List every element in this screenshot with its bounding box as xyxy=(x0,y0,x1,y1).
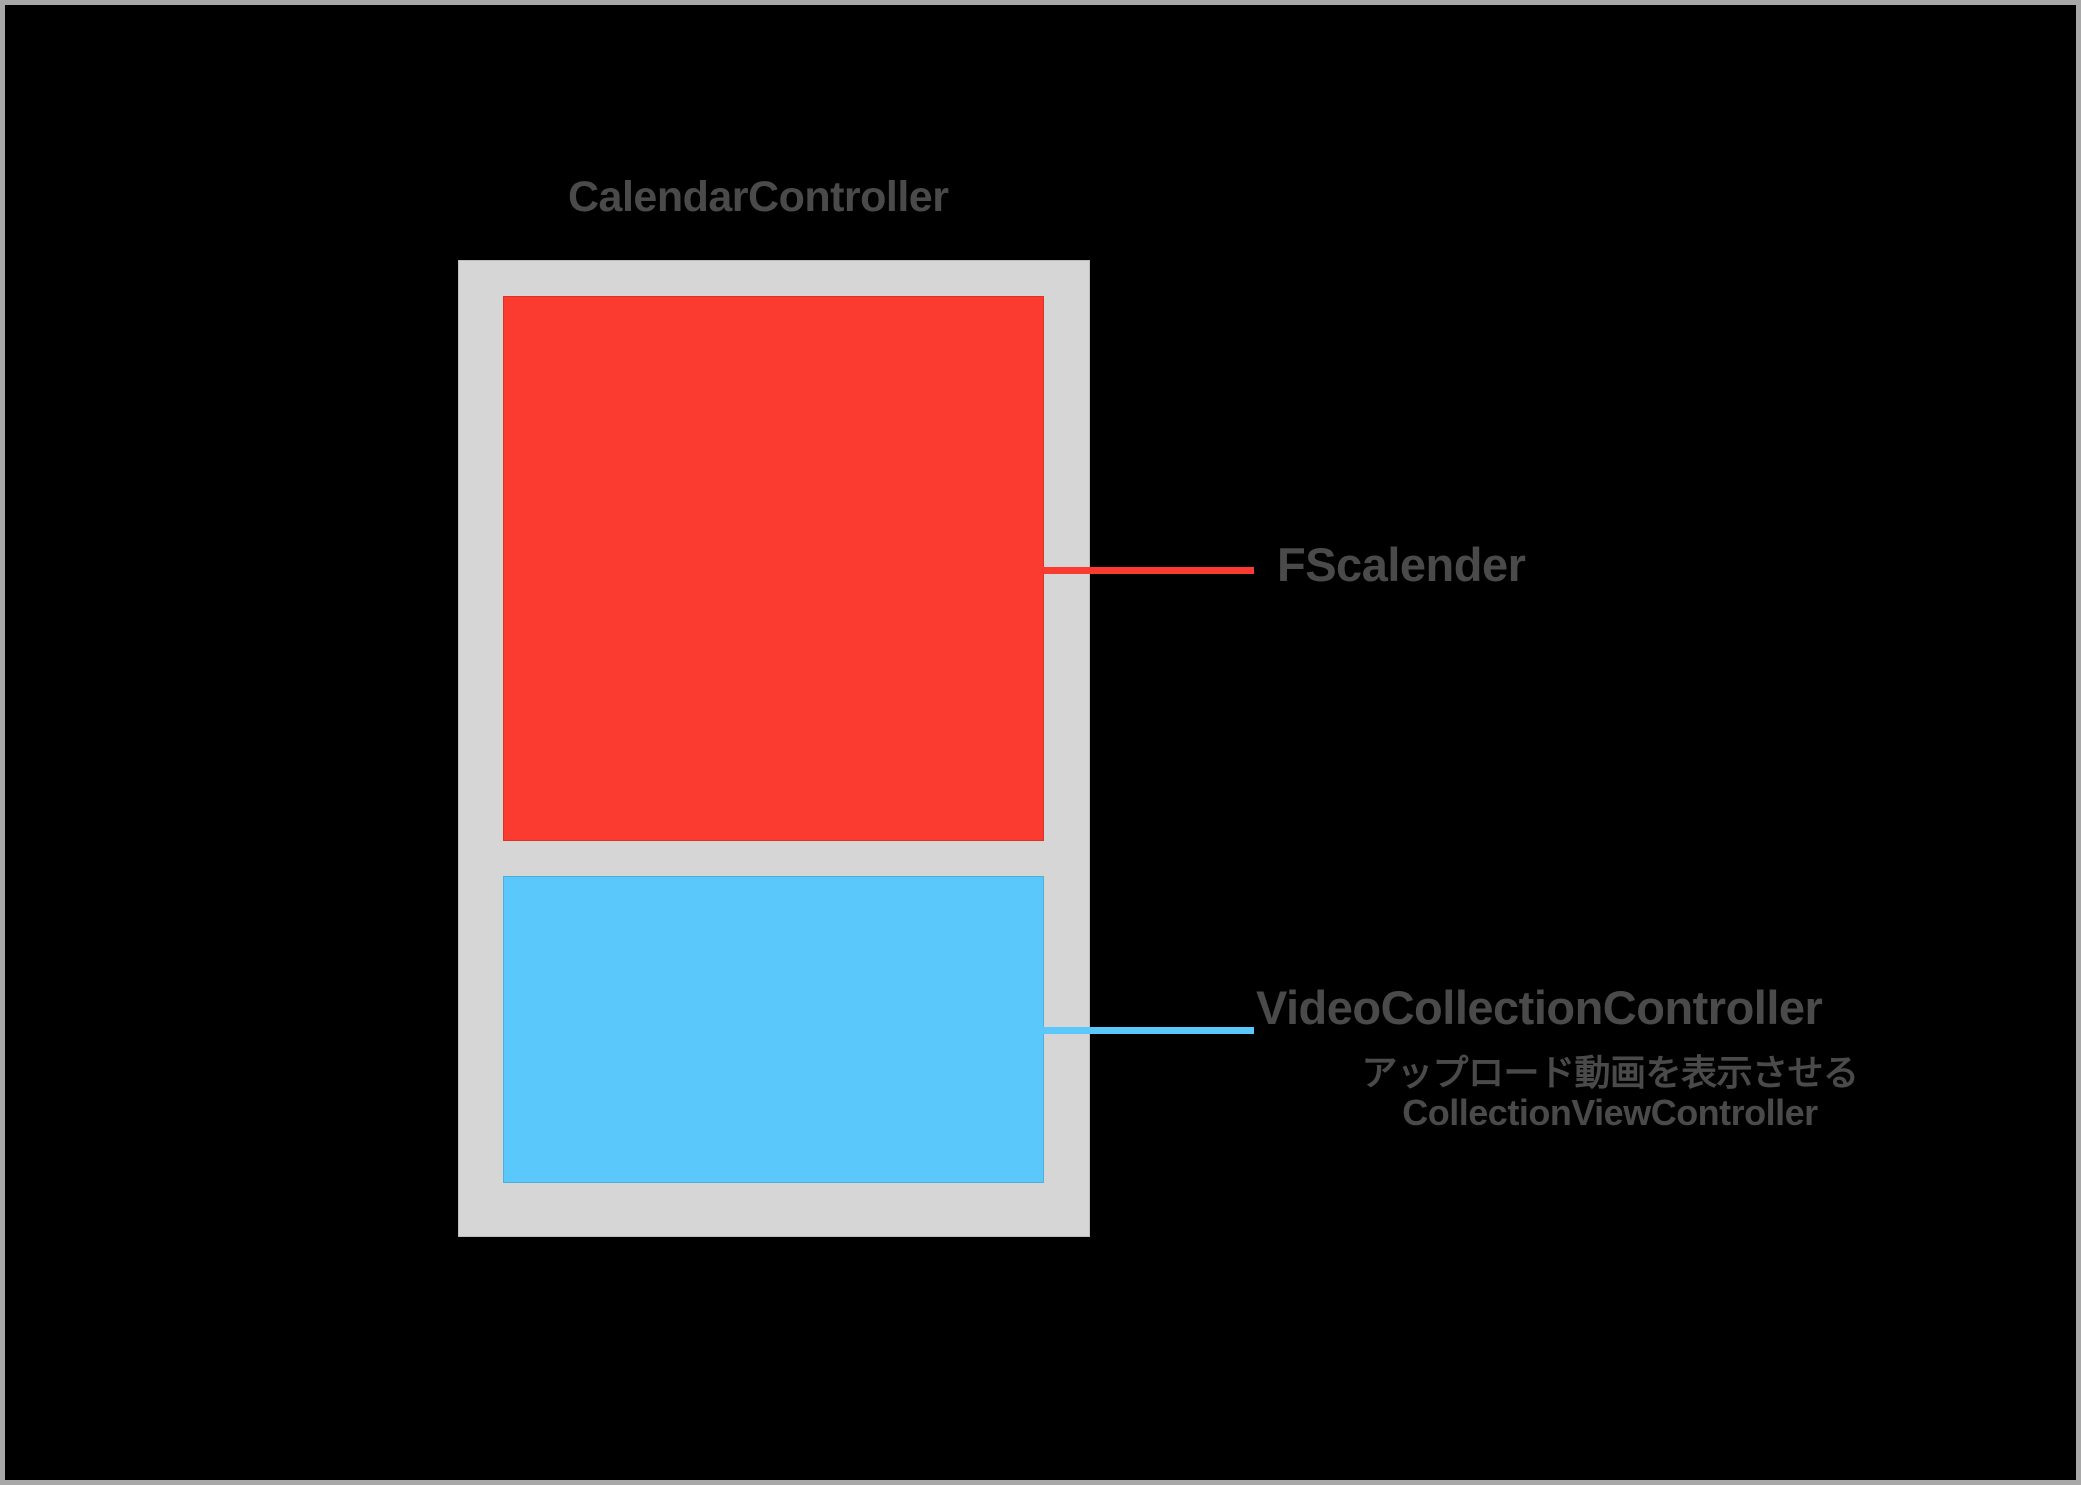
region-calendar-label: FScalender xyxy=(1277,538,1526,591)
leader-line-calendar xyxy=(1043,567,1254,574)
container-title-label: CalendarController xyxy=(568,173,949,221)
leader-line-video xyxy=(1043,1027,1254,1034)
region-video-annotation-line-1: アップロード動画を表示させる xyxy=(1361,1052,1859,1093)
region-video-annotation: アップロード動画を表示させる CollectionViewController xyxy=(1250,1052,1970,1134)
region-video-annotation-line-2: CollectionViewController xyxy=(1402,1092,1818,1134)
region-video-label: VideoCollectionController xyxy=(1256,981,1823,1034)
region-video xyxy=(503,876,1044,1183)
region-calendar xyxy=(503,296,1044,841)
